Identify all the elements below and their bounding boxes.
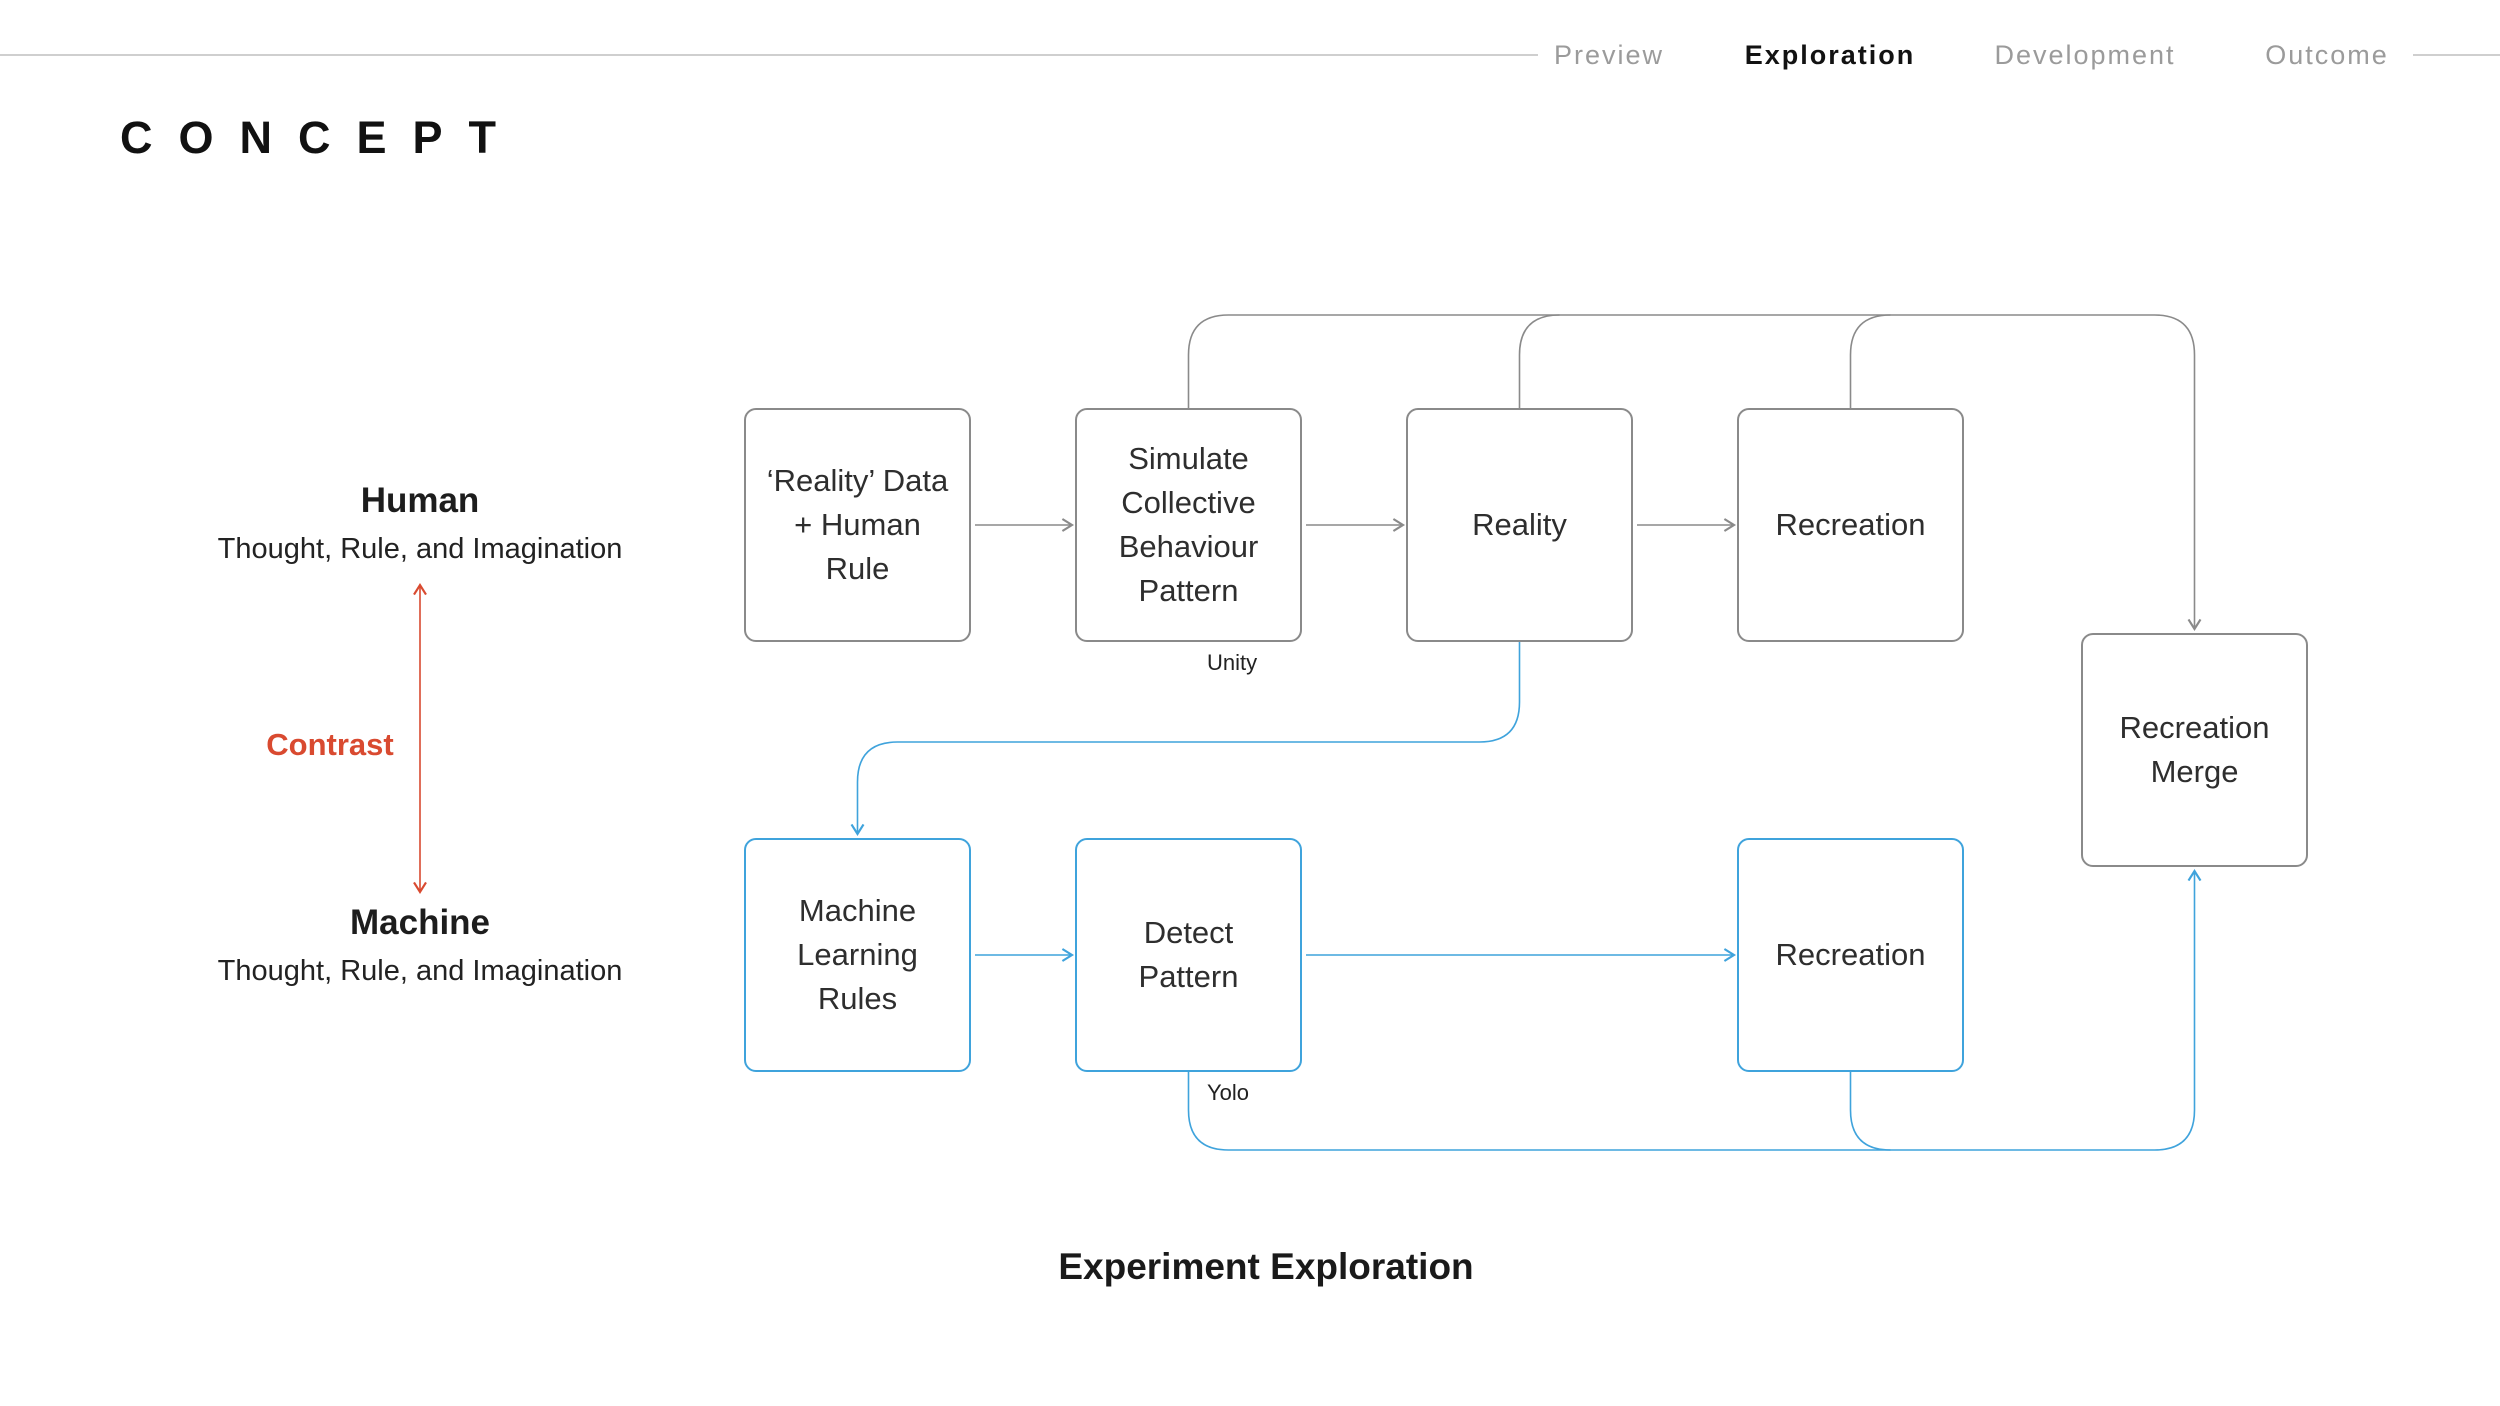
nav-item-preview[interactable]: Preview — [1553, 40, 1665, 70]
box-line: Reality — [1472, 506, 1567, 542]
box-machine-learning-rules: Machine Learning Rules — [744, 838, 971, 1072]
box-line: Detect — [1143, 914, 1234, 950]
box-reality: Reality — [1406, 408, 1633, 642]
nav-item-development[interactable]: Development — [1994, 40, 2176, 70]
box-line: + Human — [794, 506, 921, 542]
contrast-label: Contrast — [266, 727, 394, 762]
box-line: Recreation — [2119, 709, 2270, 745]
box-line: Pattern — [1138, 959, 1239, 994]
box-line: Machine — [798, 892, 917, 928]
box-line: Behaviour — [1118, 529, 1259, 564]
connector-bottom-to-merge — [1187, 868, 2202, 1151]
top-rule-left — [0, 54, 1538, 56]
connector-recreation-top — [1849, 314, 1891, 408]
yolo-label: Yolo — [1207, 1080, 1250, 1105]
connector-recreation2-bottom — [1849, 1072, 1891, 1151]
box-line: Recreation — [1775, 506, 1926, 542]
box-line: Simulate — [1128, 440, 1249, 476]
nav-item-outcome[interactable]: Outcome — [2265, 40, 2389, 70]
machine-subtitle: Thought, Rule, and Imagination — [217, 955, 623, 987]
human-subtitle: Thought, Rule, and Imagination — [217, 533, 623, 565]
unity-label: Unity — [1207, 650, 1258, 675]
connector-top-to-merge — [1187, 314, 2202, 632]
box-line: Pattern — [1138, 573, 1239, 609]
box-detect-pattern: Detect Pattern — [1075, 838, 1302, 1072]
connector-reality-top — [1518, 314, 1560, 408]
machine-heading: Machine — [349, 903, 491, 942]
box-line: Recreation — [1775, 936, 1926, 972]
box-recreation-2: Recreation — [1737, 838, 1964, 1072]
box-recreation: Recreation — [1737, 408, 1964, 642]
box-line: ‘Reality’ Data — [766, 462, 949, 498]
box-recreation-merge: Recreation Merge — [2081, 633, 2308, 867]
box-line: Collective — [1121, 484, 1256, 520]
box-line: Rule — [825, 551, 890, 586]
top-rule-right — [2413, 54, 2500, 56]
page-title: CONCEPT — [120, 112, 523, 163]
nav-item-exploration[interactable]: Exploration — [1744, 40, 1916, 70]
diagram-caption: Experiment Exploration — [1058, 1246, 1474, 1287]
connector-reality-to-ml — [850, 642, 1521, 837]
box-reality-data: ‘Reality’ Data + Human Rule — [744, 408, 971, 642]
box-line: Learning — [797, 936, 918, 972]
box-line: Merge — [2150, 754, 2239, 789]
box-simulate: Simulate Collective Behaviour Pattern — [1075, 408, 1302, 642]
box-line: Rules — [817, 981, 898, 1016]
human-heading: Human — [360, 481, 480, 520]
